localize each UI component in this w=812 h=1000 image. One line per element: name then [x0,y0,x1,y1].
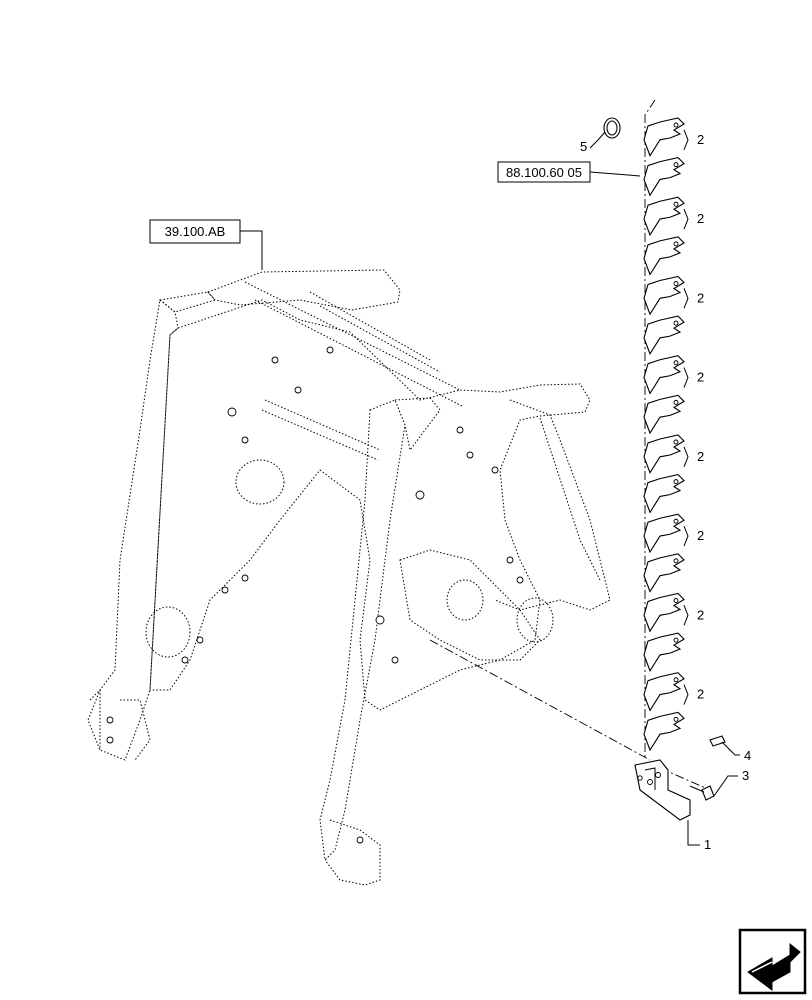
tine-hole [673,439,679,445]
tine-callout-leader [683,525,689,547]
tine-hole [673,241,679,247]
tine [643,711,685,752]
tine [643,196,685,237]
tine-hole [673,281,679,286]
tine-reference-label[interactable]: 88.100.60 05 [497,161,641,183]
callout-bolt: 3 [713,768,749,797]
tine-stack [643,117,685,752]
tine-callout-label: 2 [697,528,704,543]
tine [643,157,685,197]
tine-callout-leader [683,208,689,230]
tine-hole [673,399,679,405]
tine [643,632,685,672]
tine-hole [673,122,679,128]
snap-ring [603,117,621,139]
svg-text:3: 3 [742,768,749,783]
tine-callout-label: 2 [697,607,704,622]
svg-text:1: 1 [704,837,711,852]
tine [643,434,685,474]
tine [643,394,685,435]
tine-callout-leader [683,684,689,705]
machine-frame-assembly [87,269,611,886]
tine-callout-label: 2 [697,687,704,702]
tine-hole [673,598,679,603]
tine-callout-label: 2 [697,370,704,385]
tine-callout-label: 2 [697,132,704,147]
tine-callout-leader [683,605,689,626]
tine-hole [673,637,679,643]
tine [643,592,685,633]
tine [643,236,685,276]
callout-bracket: 1 [687,820,711,852]
tine [643,275,685,316]
callout-clip: 4 [721,741,751,763]
tine-hole [673,479,679,485]
tine [643,474,685,514]
tine [643,513,685,554]
tine-callout-leader [683,288,689,309]
tine-callout-leader [683,446,689,468]
tine-hole [673,201,679,207]
tine-callout-label: 2 [697,449,704,464]
tine-callout-label: 2 [697,290,704,305]
tine-callout-leader [683,367,689,388]
svg-text:4: 4 [744,748,751,763]
svg-text:39.100.AB: 39.100.AB [165,224,226,239]
next-page-arrow-icon[interactable] [738,928,807,995]
tine-callout-leader [683,129,689,151]
tine-hole [673,360,679,366]
tine [643,553,685,593]
tine-hole [673,518,679,524]
tine-hole [673,558,679,564]
tine-callout-label: 2 [697,211,704,226]
tine-hole [673,320,679,326]
svg-text:5: 5 [580,139,587,154]
svg-text:88.100.60 05: 88.100.60 05 [506,165,582,180]
tine [643,315,685,355]
mounting-bracket [634,759,691,821]
bolt [689,785,715,801]
tine [643,355,685,395]
spring-clip [709,735,726,747]
tine [643,117,685,157]
tine-hole [673,162,679,168]
tine [643,672,685,712]
callout-ring: 5 [580,131,606,154]
tine-hole [673,716,679,722]
frame-reference-label[interactable]: 39.100.AB [149,219,263,270]
tine-hole [673,677,679,683]
tine-callouts: 2 2 2 2 2 2 2 2 [683,129,704,705]
assembly-axis-lines [429,99,711,791]
